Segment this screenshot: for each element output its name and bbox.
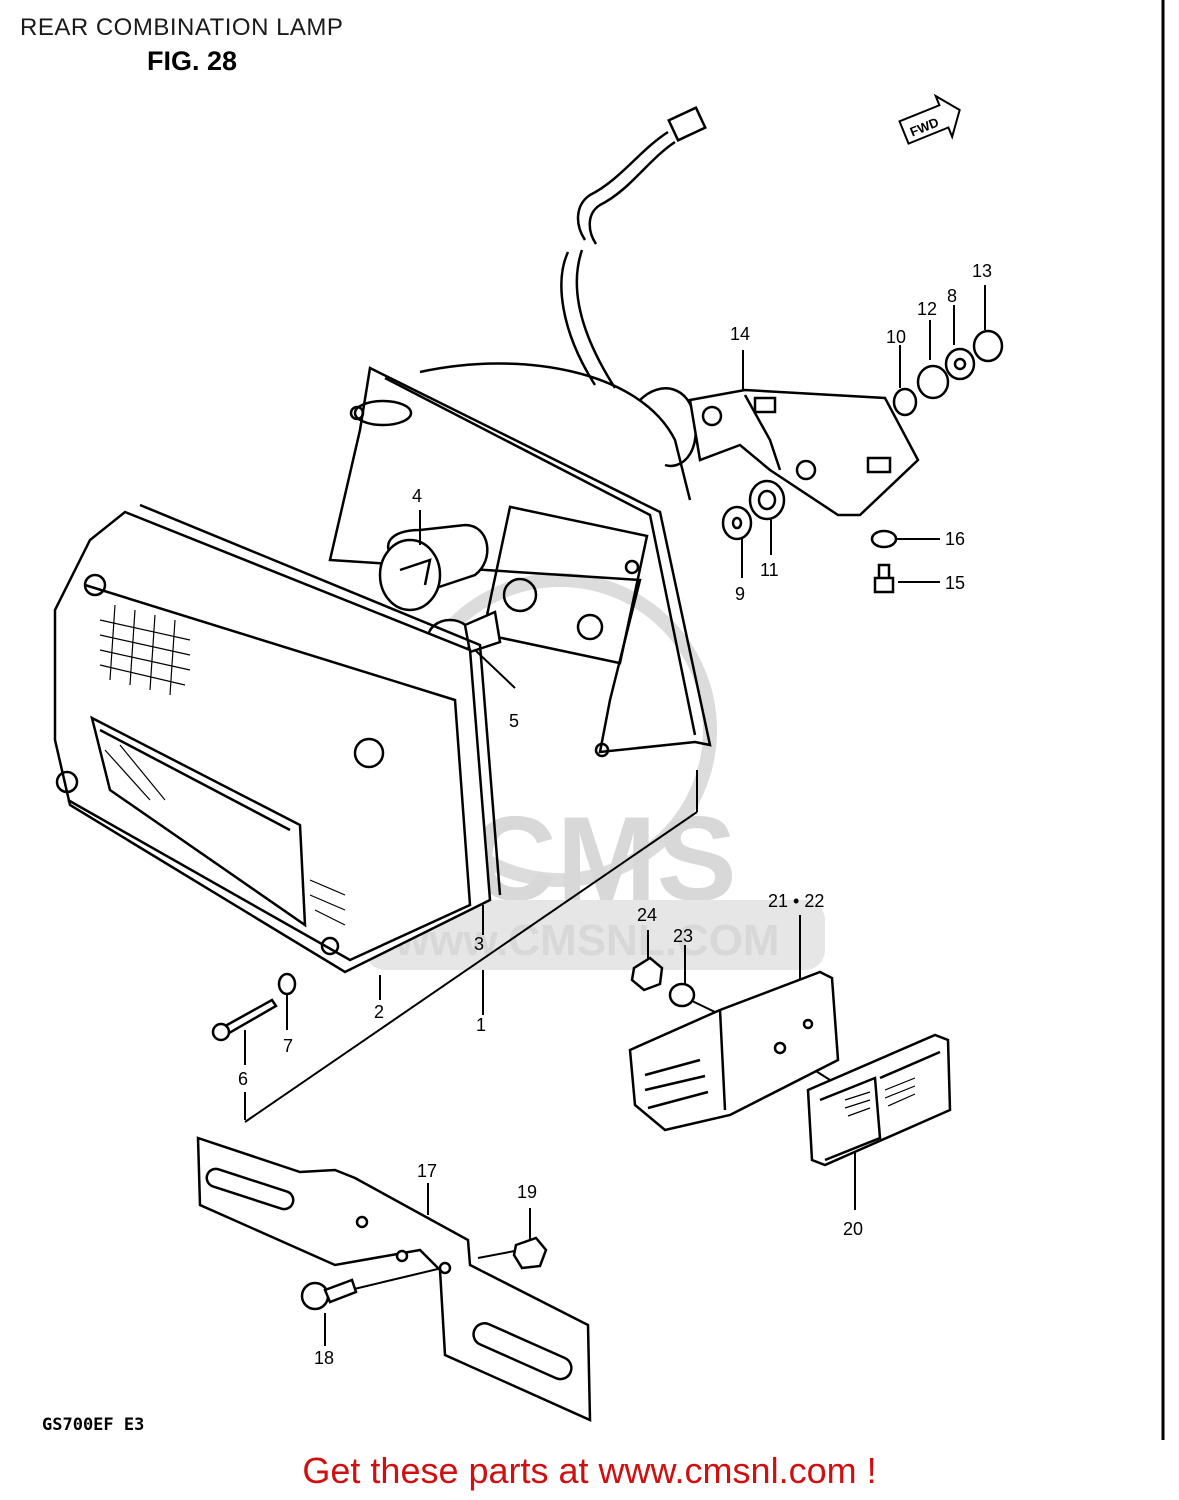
washer-7 (277, 972, 297, 996)
rear-reflector (806, 1033, 952, 1167)
part-label-5: 5 (509, 711, 519, 731)
part-label-23: 23 (673, 926, 693, 946)
leader-lines (244, 285, 986, 1346)
part-label-1: 1 (476, 1015, 486, 1035)
part-label-19: 19 (517, 1182, 537, 1202)
part-label-24: 24 (637, 905, 657, 925)
part-label-15: 15 (945, 573, 965, 593)
cms-watermark: CMS www.CMSNL.COM (365, 573, 825, 970)
part-labels: 1 2 3 4 5 6 7 8 9 10 11 12 13 14 15 16 1… (238, 261, 992, 1368)
part-label-12: 12 (917, 299, 937, 319)
part-label-8: 8 (947, 286, 957, 306)
bulb-large-icon (378, 523, 489, 612)
bolt-18 (300, 1281, 330, 1311)
cmsnl-parts-link[interactable]: Get these parts at www.cmsnl.com ! (302, 1450, 877, 1491)
part-label-16: 16 (945, 529, 965, 549)
figure-number: FIG. 28 (147, 46, 238, 76)
page-title: REAR COMBINATION LAMP (20, 14, 344, 41)
bolt-15 (873, 563, 895, 594)
license-plate-bracket (196, 1136, 592, 1422)
washer-23 (668, 982, 696, 1008)
watermark-url: www.CMSNL.COM (394, 916, 780, 965)
part-label-9: 9 (735, 584, 745, 604)
part-label-14: 14 (730, 324, 750, 344)
spacer-10 (892, 387, 918, 417)
model-code: GS700EF E3 (42, 1415, 145, 1435)
lamp-housing-base (328, 362, 712, 758)
mounting-bracket (688, 388, 920, 517)
part-label-18: 18 (314, 1348, 334, 1368)
part-label-2: 2 (374, 1002, 384, 1022)
part-label-13: 13 (972, 261, 992, 281)
nut-19 (512, 1236, 548, 1270)
part-label-20: 20 (843, 1219, 863, 1239)
part-label-17: 17 (417, 1161, 437, 1181)
fwd-arrow-icon: FWD (898, 93, 961, 145)
part-label-3: 3 (474, 934, 484, 954)
wiring-harness (560, 106, 707, 389)
collar-12 (916, 364, 950, 400)
hardware-parts (211, 329, 1004, 1311)
lamp-lens (53, 503, 502, 974)
part-label-4: 4 (412, 486, 422, 506)
part-label-10: 10 (886, 327, 906, 347)
nut-13 (972, 329, 1004, 363)
washer-16 (870, 529, 898, 549)
nut-24 (630, 956, 664, 992)
part-label-21-22: 21 • 22 (768, 891, 824, 911)
part-label-11: 11 (760, 560, 779, 580)
part-label-6: 6 (238, 1069, 248, 1089)
part-label-7: 7 (283, 1036, 293, 1056)
reflector-bracket (628, 970, 840, 1132)
